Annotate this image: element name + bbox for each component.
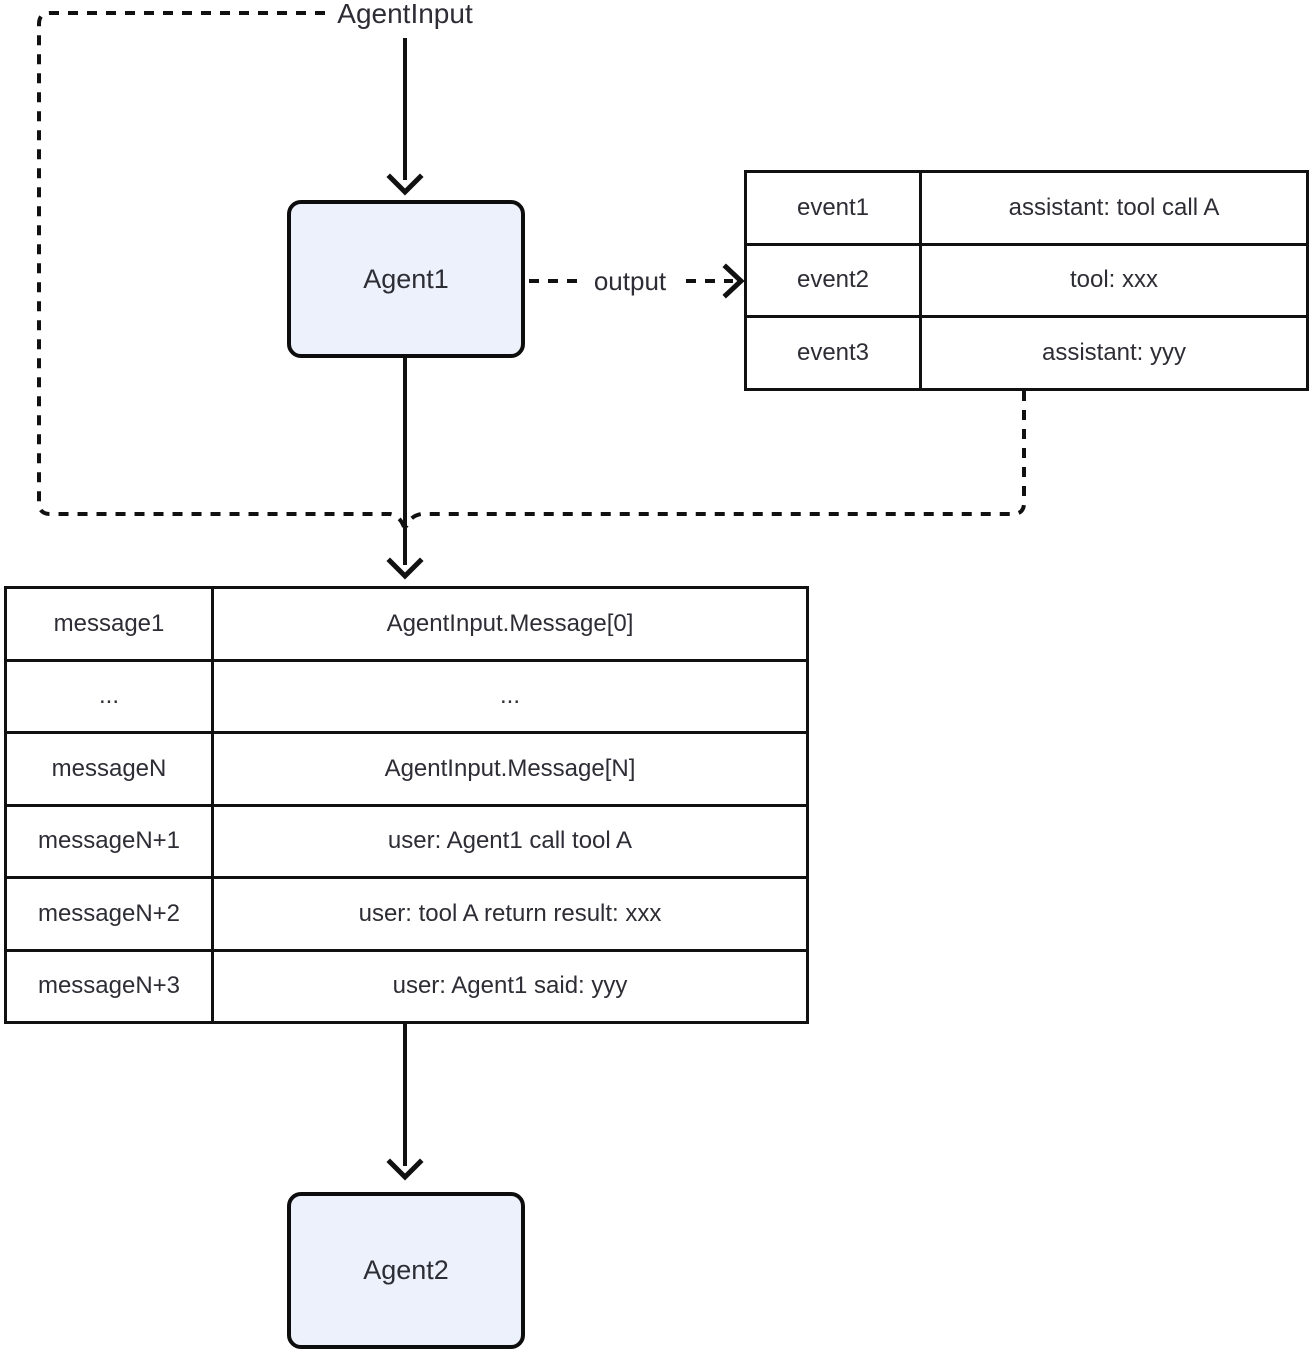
event-value-cell: assistant: yyy <box>919 315 1309 391</box>
agentinput-loop-dashed-line <box>37 11 406 528</box>
messages-table-row: messageN AgentInput.Message[N] <box>4 731 809 807</box>
agent1-node: Agent1 <box>287 200 525 358</box>
agent1-to-messages-arrowhead <box>386 557 424 580</box>
messages-table-row: message1 AgentInput.Message[0] <box>4 586 809 662</box>
events-feedback-dashed-line <box>404 391 1026 528</box>
message-value-cell: user: Agent1 call tool A <box>211 803 809 879</box>
agentinput-to-agent1-arrowhead <box>386 173 424 196</box>
messages-table: message1 AgentInput.Message[0] ... ... m… <box>4 586 809 1024</box>
message-key-cell: messageN+2 <box>4 876 214 952</box>
event-value-cell: tool: xxx <box>919 242 1309 319</box>
events-table-row: event2 tool: xxx <box>744 242 1309 319</box>
events-table-row: event1 assistant: tool call A <box>744 170 1309 246</box>
message-value-cell: ... <box>211 658 809 734</box>
event-value-cell: assistant: tool call A <box>919 170 1309 246</box>
messages-table-row: messageN+3 user: Agent1 said: yyy <box>4 948 809 1024</box>
agent2-label: Agent2 <box>363 1255 449 1285</box>
message-key-cell: message1 <box>4 586 214 662</box>
message-value-cell: AgentInput.Message[N] <box>211 731 809 807</box>
message-key-cell: messageN+1 <box>4 803 214 879</box>
message-key-cell: messageN+3 <box>4 948 214 1024</box>
output-arrowhead <box>722 263 745 299</box>
messages-to-agent2-arrowhead <box>386 1158 424 1181</box>
message-key-cell: ... <box>4 658 214 734</box>
event-key-cell: event3 <box>744 315 922 391</box>
agent1-label: Agent1 <box>363 263 449 294</box>
message-value-cell: user: Agent1 said: yyy <box>211 948 809 1024</box>
messages-table-row: ... ... <box>4 658 809 734</box>
messages-table-row: messageN+1 user: Agent1 call tool A <box>4 803 809 879</box>
events-table: event1 assistant: tool call A event2 too… <box>744 170 1309 391</box>
messages-table-row: messageN+2 user: tool A return result: x… <box>4 876 809 952</box>
event-key-cell: event2 <box>744 242 922 319</box>
events-table-row: event3 assistant: yyy <box>744 315 1309 391</box>
agent2-node: Agent2 <box>287 1192 525 1349</box>
event-key-cell: event1 <box>744 170 922 246</box>
agentinput-label: AgentInput <box>337 0 473 29</box>
message-value-cell: AgentInput.Message[0] <box>211 586 809 662</box>
message-value-cell: user: tool A return result: xxx <box>211 876 809 952</box>
message-key-cell: messageN <box>4 731 214 807</box>
output-edge-label: output <box>593 266 667 296</box>
